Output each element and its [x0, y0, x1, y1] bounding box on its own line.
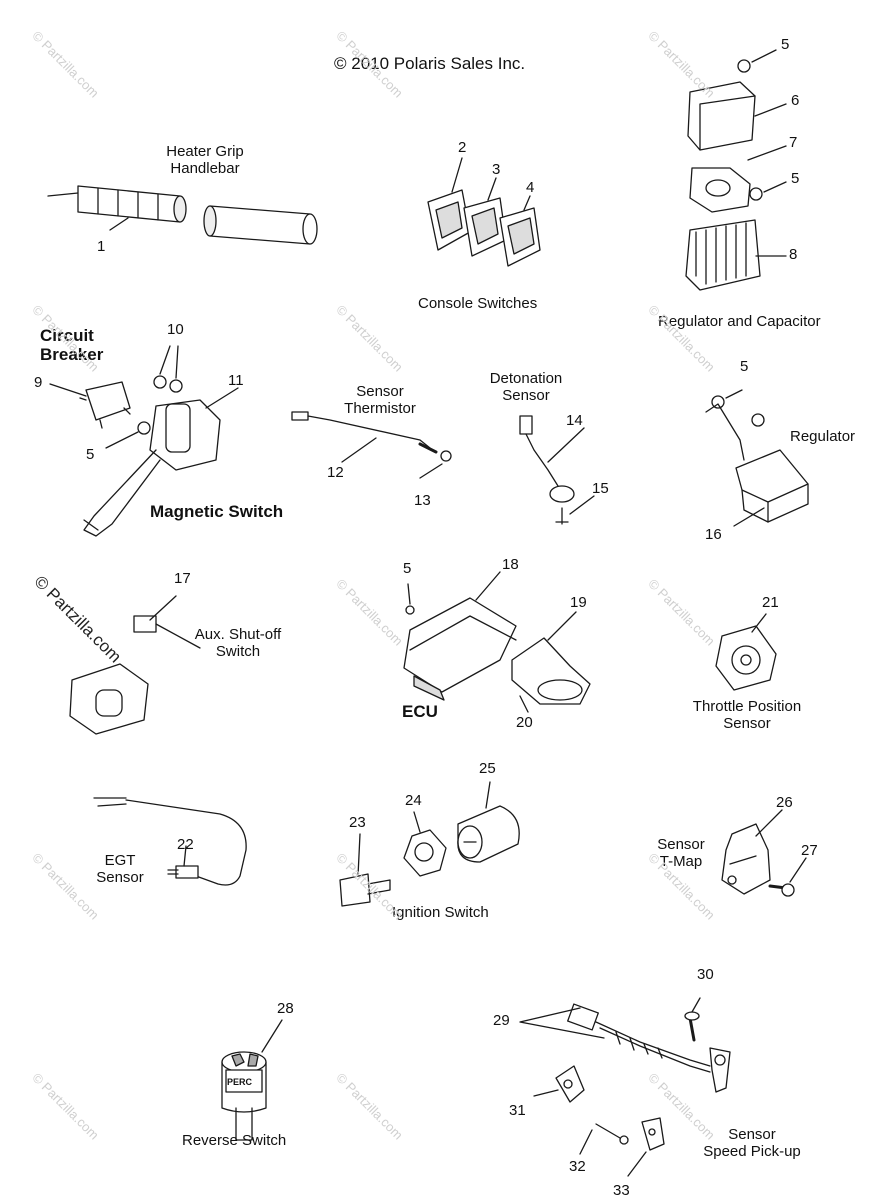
label-throttle-position-sensor: Throttle Position Sensor	[692, 698, 802, 732]
label-detonation-sensor: Detonation Sensor	[489, 370, 563, 404]
callout-number: 2	[458, 139, 467, 156]
callout-number: 5	[781, 36, 790, 53]
regulator-part	[705, 389, 809, 527]
label-speed-pickup: Sensor Speed Pick-up	[703, 1126, 801, 1160]
callout-number: 32	[569, 1158, 586, 1175]
callout-number: 3	[492, 161, 501, 178]
callout-number: 30	[697, 966, 714, 983]
label-ignition-switch: Ignition Switch	[392, 904, 489, 921]
callout-number: 6	[791, 92, 800, 109]
throttle-position-sensor-part	[715, 613, 777, 691]
label-heater-grip: Heater Grip Handlebar	[166, 143, 244, 177]
callout-number: 1	[97, 238, 106, 255]
callout-number: 26	[776, 794, 793, 811]
callout-number: 11	[228, 372, 244, 389]
callout-number: 17	[174, 570, 191, 587]
callout-number: 22	[177, 836, 194, 853]
ignition-switch-part	[339, 781, 520, 907]
callout-number: 16	[705, 526, 722, 543]
label-console-switches: Console Switches	[418, 295, 538, 312]
callout-number: 31	[509, 1102, 526, 1119]
callout-number: 21	[762, 594, 779, 611]
egt-sensor-part	[93, 797, 247, 886]
callout-number: 24	[405, 792, 422, 809]
speed-pickup-part	[519, 997, 731, 1177]
magnetic-switch-part	[83, 345, 239, 537]
callout-number: 33	[613, 1182, 630, 1199]
callout-number: 10	[167, 321, 184, 338]
callout-number: 29	[493, 1012, 510, 1029]
callout-number: 15	[592, 480, 609, 497]
callout-number: 4	[526, 179, 535, 196]
callout-number: 20	[516, 714, 533, 731]
callout-number: 7	[789, 134, 798, 151]
regulator-capacitor-part	[685, 49, 787, 291]
console-switches-part	[427, 157, 541, 267]
callout-number: 8	[789, 246, 798, 263]
callout-number: 28	[277, 1000, 294, 1017]
callout-number: 25	[479, 760, 496, 777]
perc-marking: PERC	[227, 1077, 253, 1087]
callout-number: 27	[801, 842, 818, 859]
label-aux-shutoff-switch: Aux. Shut-off Switch	[194, 626, 282, 660]
label-sensor-tmap: Sensor T-Map	[657, 836, 705, 870]
callout-number: 9	[34, 374, 43, 391]
label-regulator: Regulator	[790, 428, 856, 445]
reverse-switch-part	[221, 1019, 283, 1141]
circuit-breaker-part	[49, 381, 131, 429]
callout-number: 5	[403, 560, 412, 577]
ecu-part	[403, 571, 591, 713]
label-sensor-thermistor: Sensor Thermistor	[344, 383, 416, 417]
label-egt-sensor: EGT Sensor	[96, 852, 144, 886]
copyright-notice: © 2010 Polaris Sales Inc.	[334, 54, 526, 73]
label-circuit-breaker: Circuit Breaker	[40, 326, 104, 364]
detonation-sensor-part	[519, 415, 595, 525]
label-magnetic-switch: Magnetic Switch	[150, 502, 284, 521]
aux-shutoff-switch-part	[69, 595, 201, 735]
label-regulator-capacitor: Regulator and Capacitor	[658, 313, 821, 330]
label-reverse-switch: Reverse Switch	[182, 1132, 287, 1149]
callout-number: 12	[327, 464, 344, 481]
callout-number: 14	[566, 412, 583, 429]
sensor-thermistor-part	[291, 411, 452, 479]
sensor-tmap-part	[721, 809, 807, 897]
callout-number: 18	[502, 556, 519, 573]
heater-grip-part	[47, 185, 318, 245]
callout-number: 5	[740, 358, 749, 375]
callout-number: 5	[86, 446, 95, 463]
callout-number: 5	[791, 170, 800, 187]
label-ecu: ECU	[402, 702, 438, 721]
callout-number: 13	[414, 492, 431, 509]
callout-number: 19	[570, 594, 587, 611]
callout-number: 23	[349, 814, 366, 831]
